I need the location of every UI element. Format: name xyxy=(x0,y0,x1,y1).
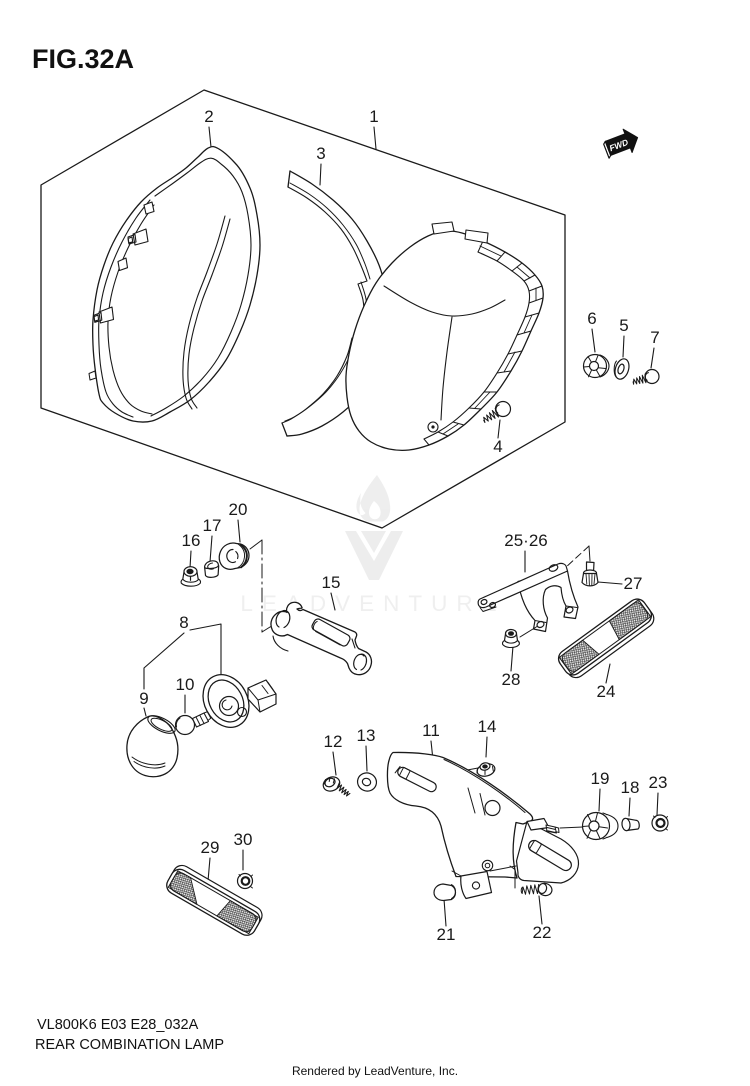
svg-text:6: 6 xyxy=(587,309,596,328)
svg-text:25·26: 25·26 xyxy=(504,531,547,550)
svg-text:22: 22 xyxy=(533,923,552,942)
svg-text:5: 5 xyxy=(619,316,628,335)
svg-text:27: 27 xyxy=(624,574,643,593)
svg-text:17: 17 xyxy=(203,516,222,535)
svg-text:1: 1 xyxy=(369,107,378,126)
svg-text:20: 20 xyxy=(229,500,248,519)
svg-text:18: 18 xyxy=(621,778,640,797)
svg-text:14: 14 xyxy=(478,717,497,736)
svg-text:10: 10 xyxy=(176,675,195,694)
svg-text:29: 29 xyxy=(201,838,220,857)
svg-text:15: 15 xyxy=(322,573,341,592)
svg-text:28: 28 xyxy=(502,670,521,689)
svg-text:3: 3 xyxy=(316,144,325,163)
svg-text:16: 16 xyxy=(182,531,201,550)
svg-text:12: 12 xyxy=(324,732,343,751)
svg-text:9: 9 xyxy=(139,689,148,708)
svg-text:24: 24 xyxy=(597,682,616,701)
svg-text:2: 2 xyxy=(204,107,213,126)
svg-text:23: 23 xyxy=(649,773,668,792)
svg-text:7: 7 xyxy=(650,328,659,347)
svg-text:30: 30 xyxy=(234,830,253,849)
svg-text:4: 4 xyxy=(493,437,502,456)
svg-text:13: 13 xyxy=(357,726,376,745)
svg-text:19: 19 xyxy=(591,769,610,788)
svg-text:11: 11 xyxy=(422,721,440,740)
svg-text:8: 8 xyxy=(179,613,188,632)
svg-text:21: 21 xyxy=(437,925,456,944)
